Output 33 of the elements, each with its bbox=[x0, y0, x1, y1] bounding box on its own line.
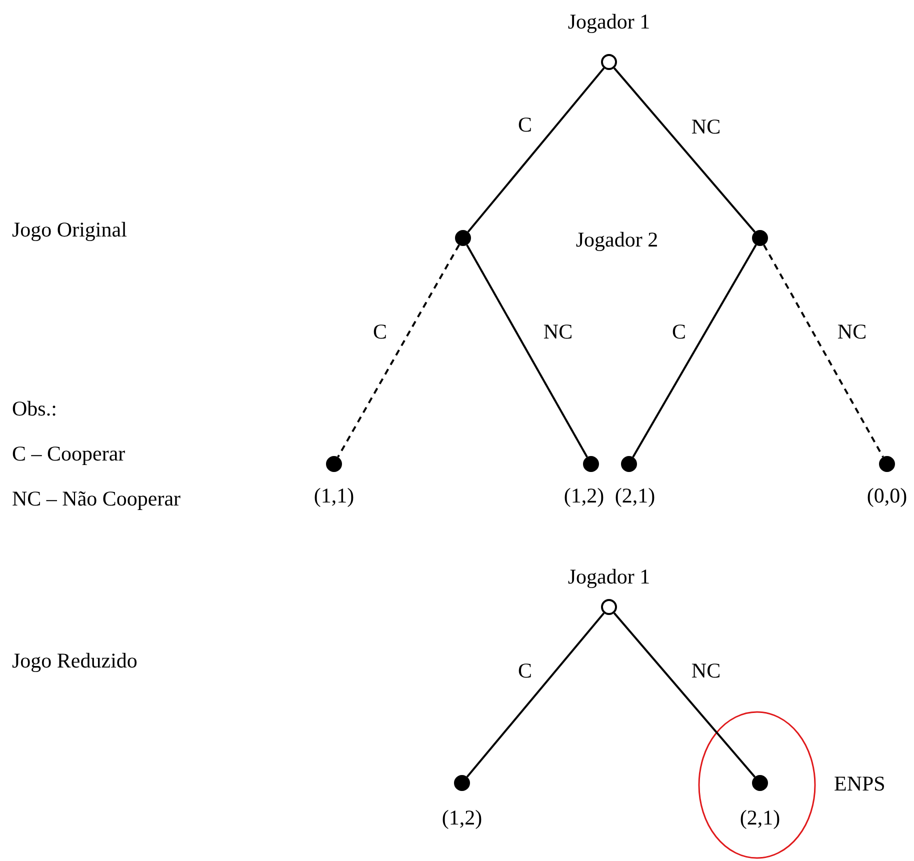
payoff-label: (2,1) bbox=[740, 808, 780, 828]
branch-line bbox=[466, 244, 588, 458]
text-label: NC – Não Cooperar bbox=[12, 488, 181, 510]
text-label: Jogo Original bbox=[12, 220, 127, 240]
text-label: Obs.: bbox=[12, 398, 57, 420]
game-node bbox=[879, 456, 895, 472]
game-node bbox=[621, 456, 637, 472]
player-label: Jogador 1 bbox=[568, 12, 650, 32]
branch-line bbox=[632, 244, 757, 458]
game-node bbox=[326, 456, 342, 472]
game-node bbox=[583, 456, 599, 472]
payoff-label: (1,2) bbox=[564, 486, 604, 506]
branch-line bbox=[337, 244, 460, 458]
payoff-label: (1,2) bbox=[442, 808, 482, 828]
game-node bbox=[752, 230, 768, 246]
game-node bbox=[455, 230, 471, 246]
payoff-label: (0,0) bbox=[866, 486, 908, 506]
branch-line bbox=[613, 67, 756, 233]
text-label: C – Cooperar bbox=[12, 444, 126, 464]
decision-node bbox=[601, 599, 617, 615]
branch-line bbox=[763, 244, 884, 458]
branch-line bbox=[613, 612, 756, 778]
decision-node bbox=[601, 54, 617, 70]
branch-line bbox=[466, 612, 605, 778]
text-label: ENPS bbox=[834, 774, 886, 794]
game-node bbox=[752, 775, 768, 791]
text-label: Jogador 2 bbox=[576, 230, 658, 250]
branch-line bbox=[467, 68, 605, 232]
payoff-label: (1,1) bbox=[314, 486, 354, 506]
player-label: Jogador 1 bbox=[568, 566, 650, 588]
payoff-label: (2,1) bbox=[614, 486, 656, 506]
game-node bbox=[454, 775, 470, 791]
text-label: Jogo Reduzido bbox=[12, 650, 138, 672]
